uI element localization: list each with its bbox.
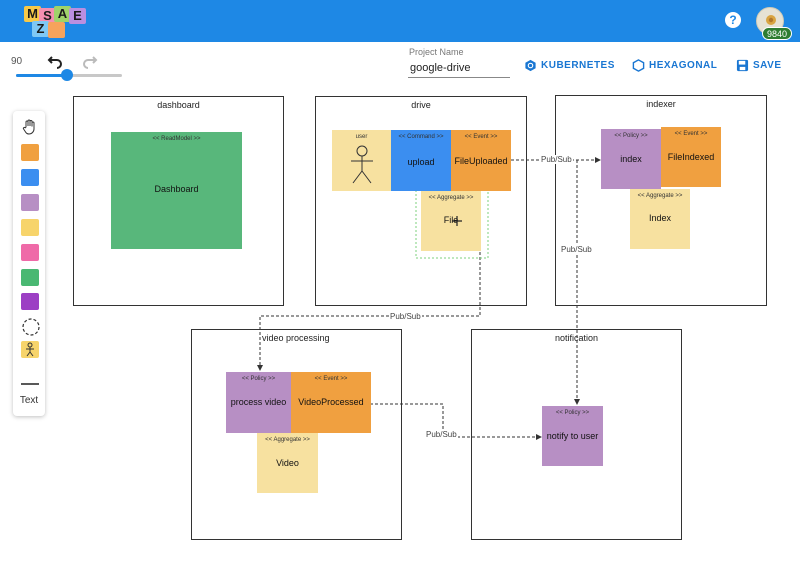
palette-line-tool[interactable] [21,373,39,385]
text-tool[interactable]: Text [19,395,39,406]
logo-letter: Z [32,21,49,37]
relation-line-fileuploaded-process-video [257,192,481,371]
aggregate-sticker-file[interactable]: << Aggregate >> File [421,191,481,251]
readmodel-sticker-dashboard[interactable]: << ReadModel >> Dashboard [111,132,242,249]
save-label: SAVE [753,59,782,71]
palette-event-sticker[interactable] [21,144,39,161]
msaez-logo[interactable]: M S A E Z [24,4,88,42]
sticker-name: File [443,215,459,225]
aggregate-sticker-index[interactable]: << Aggregate >> Index [630,189,690,249]
sticker-type: << Policy >> [555,410,590,416]
relation-label: Pub/Sub [560,245,593,254]
logo-letter: E [69,8,86,24]
sticker-name: process video [230,397,287,407]
sticker-type: user [355,134,368,140]
sticker-name: index [620,154,642,164]
sticker-name: FileUploaded [454,156,508,166]
logo-letter: M [24,6,41,22]
sticker-name: VideoProcessed [298,397,364,407]
project-name-input[interactable] [408,58,510,78]
undo-icon[interactable] [47,53,63,69]
event-sticker-fileindexed[interactable]: << Event >> FileIndexed [661,127,721,187]
sticker-name: Video [276,458,299,468]
sticker-name: notify to user [546,431,599,441]
kubernetes-button[interactable]: KUBERNETES [524,57,615,73]
palette-external-sticker[interactable] [21,244,39,261]
palette-view-sticker[interactable] [21,293,39,310]
redo-icon[interactable] [82,53,98,69]
policy-sticker-index[interactable]: << Policy >> index [601,129,661,189]
palette-aggregate-sticker[interactable] [21,219,39,236]
zoom-value: 90 [11,56,23,67]
sticker-type: << Policy >> [241,376,276,382]
help-icon[interactable]: ? [725,12,741,28]
actor-figure-icon [351,145,373,184]
relation-label: Pub/Sub [389,312,422,321]
logo-letter: S [39,8,56,24]
project-name-label: Project Name [409,47,464,57]
zoom-slider-fill [16,74,67,77]
sticker-name: Dashboard [154,184,199,194]
bounded-context-title: dashboard [157,100,200,110]
sticker-name: Index [648,213,672,223]
relation-line-videoprocessed-notify [370,403,542,440]
move-cursor-icon [452,216,462,226]
hexagon-icon [632,58,645,72]
app-bar: M S A E Z ? 9840 [0,0,800,42]
user-badge: 9840 [762,27,793,40]
relation-label: Pub/Sub [425,430,458,439]
policy-sticker-notify-to-user[interactable]: << Policy >> notify to user [542,406,603,466]
hexagonal-label: HEXAGONAL [649,59,718,71]
palette-policy-sticker[interactable] [21,194,39,211]
palette-actor-sticker[interactable] [21,341,39,358]
bounded-context-title: video processing [262,333,330,343]
save-button[interactable]: SAVE [736,57,782,73]
bounded-context-title: drive [411,100,431,110]
palette-command-sticker[interactable] [21,169,39,186]
bounded-context-title: indexer [646,99,676,109]
hexagonal-button[interactable]: HEXAGONAL [632,57,717,73]
aggregate-sticker-video[interactable]: << Aggregate >> Video [257,433,318,493]
zoom-slider-thumb[interactable] [60,69,73,81]
kubernetes-label: KUBERNETES [541,59,615,71]
sticker-type: << Command >> [398,134,444,140]
event-sticker-videoprocessed[interactable]: << Event >> VideoProcessed [291,372,371,433]
sticker-type: << Event >> [674,131,708,137]
sticker-type: << Policy >> [614,133,648,139]
kubernetes-icon [525,59,536,71]
sticker-type: << Event >> [464,134,498,140]
command-sticker-upload[interactable]: << Command >> upload [391,130,451,191]
policy-sticker-process-video[interactable]: << Policy >> process video [226,372,291,433]
sticker-type: << Aggregate >> [265,437,310,443]
palette-boundedcontext-icon[interactable] [21,317,40,336]
actor-icon [26,342,34,357]
event-sticker-fileuploaded[interactable]: << Event >> FileUploaded [451,130,511,191]
palette-readmodel-sticker[interactable] [21,269,39,286]
sticker-name: FileIndexed [667,152,715,162]
logo-letter: A [54,6,71,22]
save-icon [736,59,749,71]
logo-letter [48,22,65,38]
sticker-name: upload [407,157,435,167]
actor-sticker-user[interactable]: user [332,130,391,191]
sticker-type: << ReadModel >> [152,136,201,142]
hand-tool-icon[interactable] [21,118,39,135]
sticker-type: << Aggregate >> [428,195,474,201]
sticker-palette: Text [13,111,45,416]
sticker-type: << Aggregate >> [637,193,683,199]
relation-label: Pub/Sub [540,155,573,164]
sticker-type: << Event >> [314,376,348,382]
